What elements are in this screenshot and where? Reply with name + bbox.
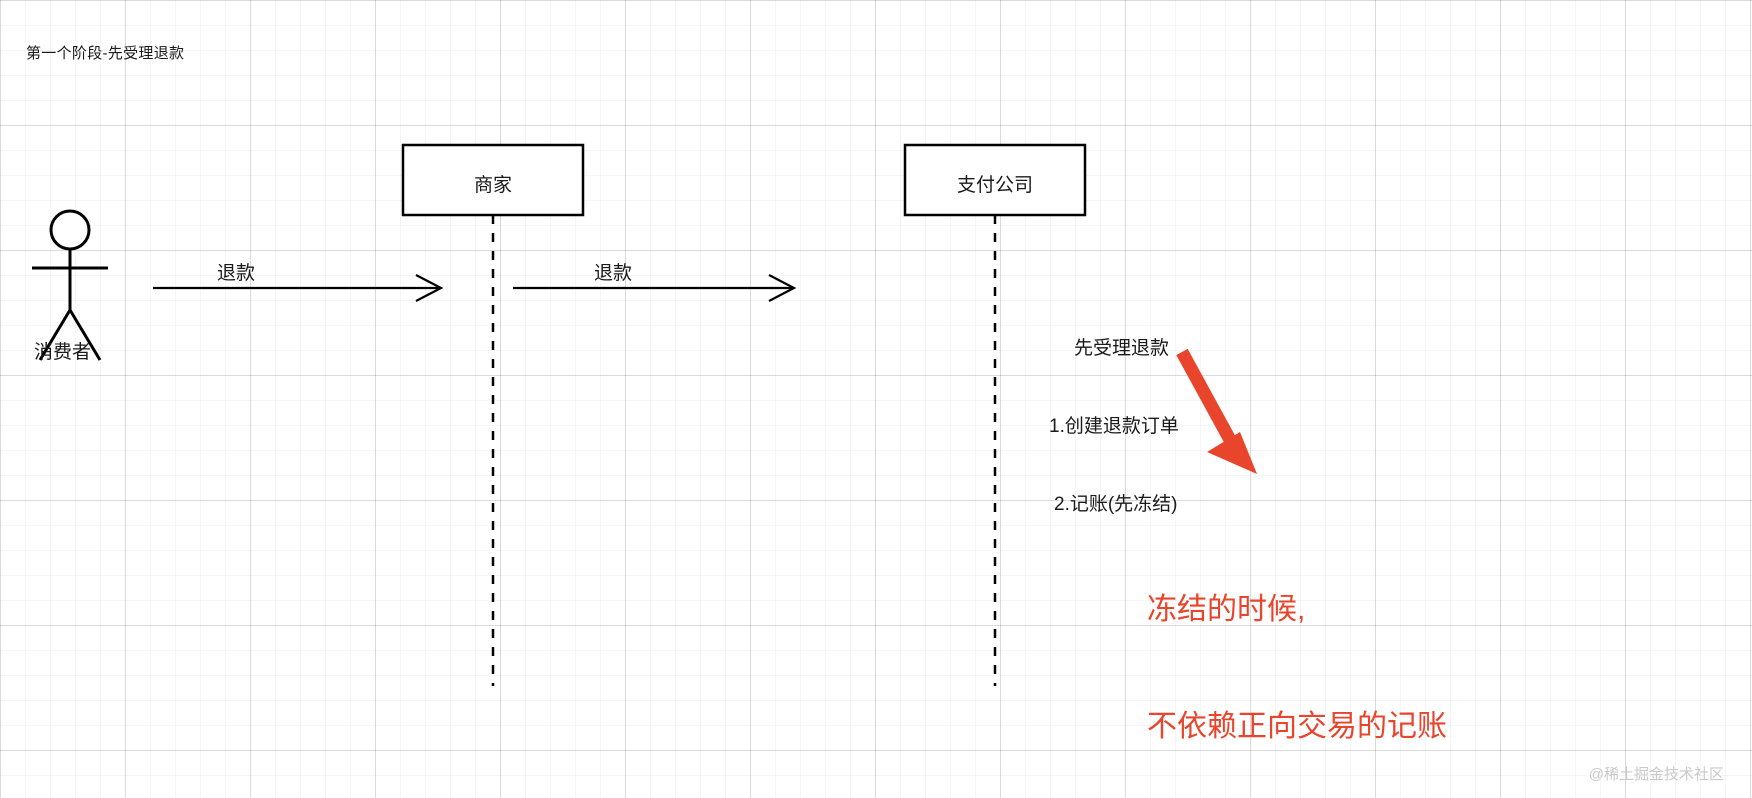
red-annotation-line-1: 冻结的时候, [1147, 593, 1306, 626]
participant-box-payment-company [903, 143, 1087, 217]
red-annotation-line-2: 不依赖正向交易的记账 [1147, 710, 1447, 743]
note-line-3: 2.记账(先冻结) [1054, 494, 1178, 515]
participant-label-payment-company: 支付公司 [956, 175, 1033, 196]
page-title: 第一个阶段-先受理退款 [26, 45, 185, 62]
note-line-1: 先受理退款 [1074, 338, 1170, 359]
message-arrow-1 [153, 274, 444, 302]
watermark: @稀土掘金技术社区 [1588, 766, 1724, 783]
message-arrow-2 [513, 274, 797, 302]
participant-label-merchant: 商家 [473, 175, 512, 196]
actor-consumer-figure [32, 209, 108, 361]
message-label-1: 退款 [217, 263, 256, 284]
red-emphasis-arrow [1176, 348, 1257, 474]
note-block: 先受理退款 1.创建退款订单 2.记账(先冻结) [1049, 284, 1179, 570]
actor-label-consumer: 消费者 [34, 342, 92, 363]
note-line-2: 1.创建退款订单 [1049, 416, 1179, 437]
message-label-2: 退款 [594, 263, 633, 284]
red-annotation-block: 冻结的时候, 不依赖正向交易的记账 [1147, 512, 1447, 798]
